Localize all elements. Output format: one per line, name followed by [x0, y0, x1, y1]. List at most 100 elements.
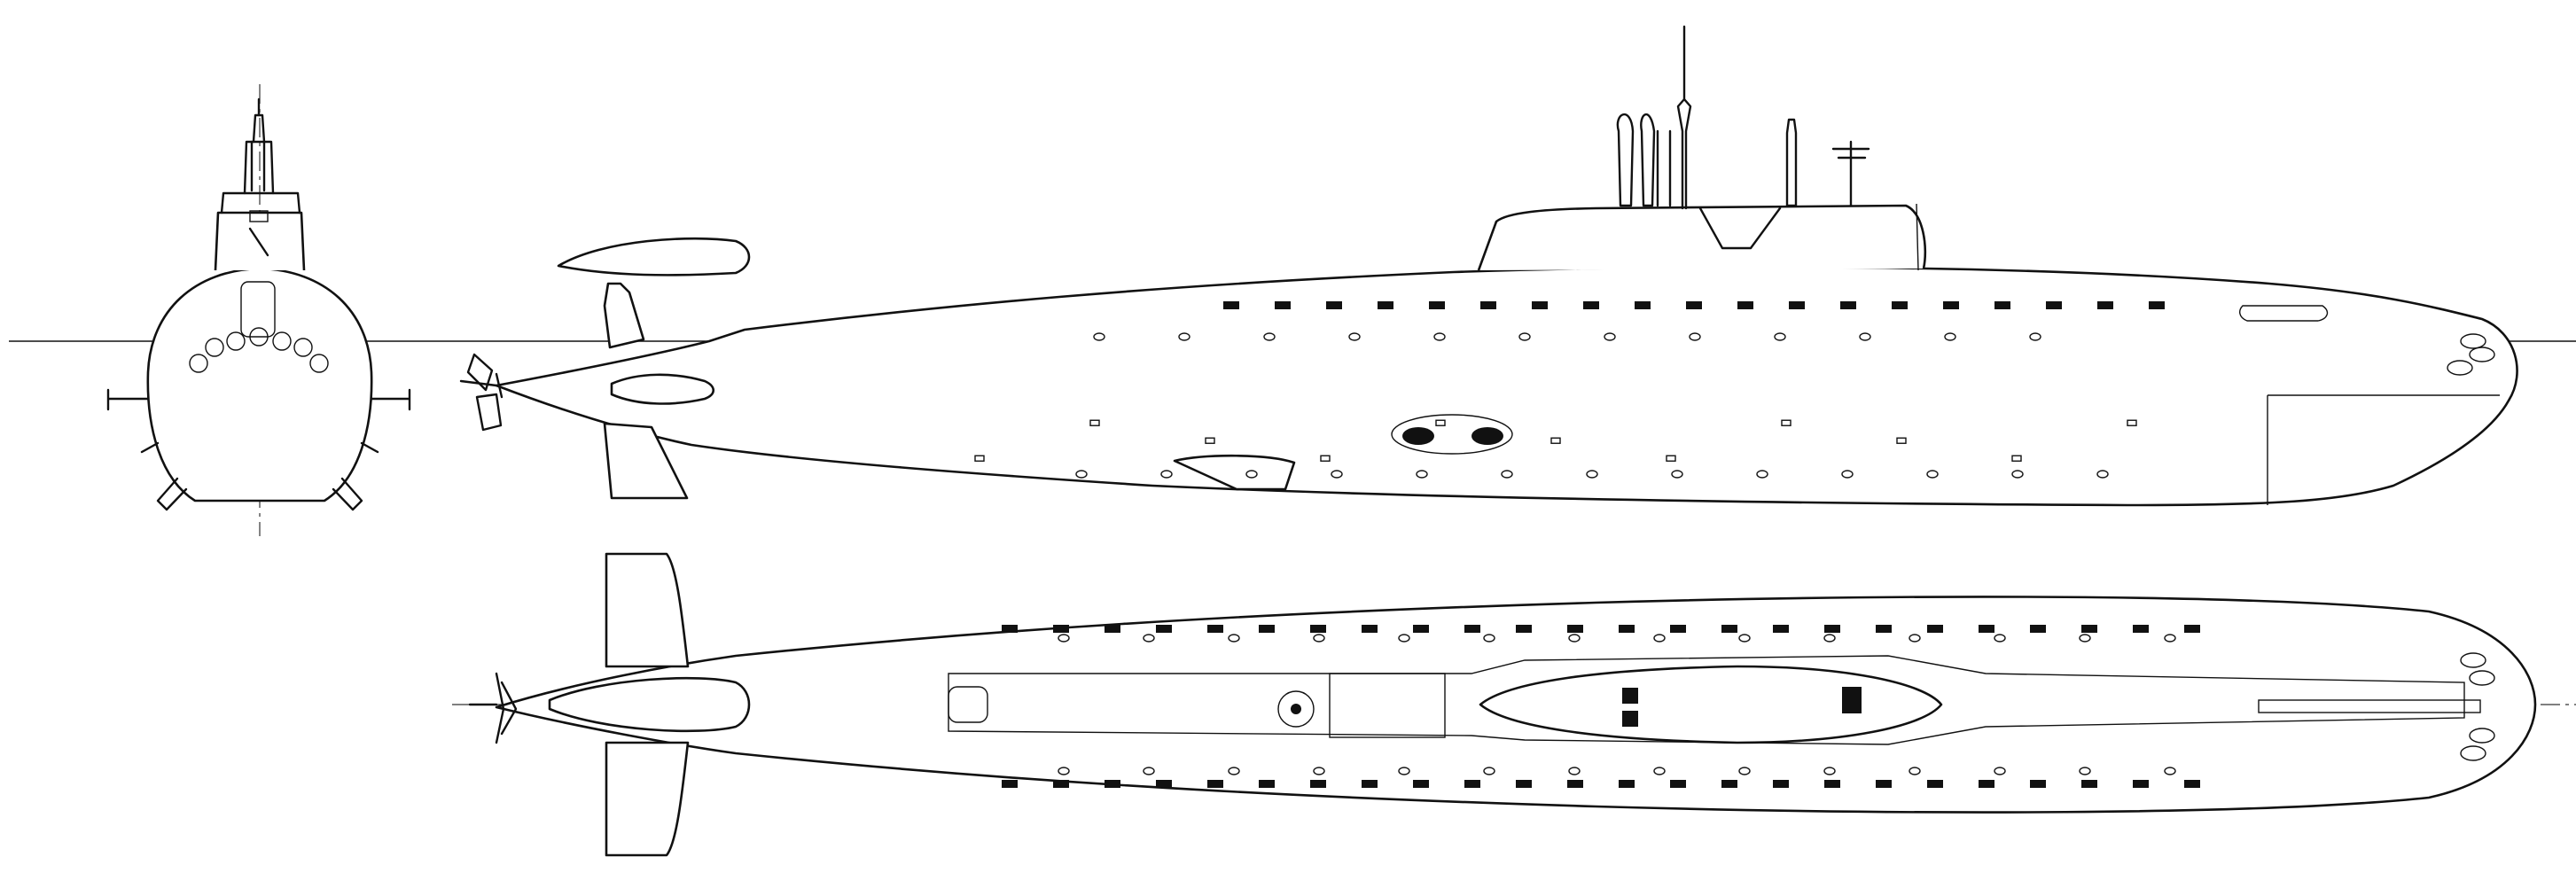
limber-slot — [1927, 625, 1943, 633]
limber-slot — [1773, 780, 1789, 788]
flood-hole — [1501, 470, 1513, 479]
flood-hole — [1245, 470, 1258, 479]
limber-slot — [1979, 780, 1994, 788]
flood-hole — [1944, 332, 1956, 341]
flood-hole — [1228, 767, 1240, 775]
flood-hole — [1568, 767, 1581, 775]
limber-slot — [1480, 301, 1496, 309]
limber-slot — [2097, 301, 2113, 309]
flood-hole — [1058, 634, 1070, 643]
limber-slot — [1619, 625, 1635, 633]
flood-hole — [1075, 470, 1088, 479]
hull-detail-marks — [974, 301, 2200, 788]
limber-slot — [1943, 301, 1959, 309]
limber-slot — [1053, 780, 1069, 788]
flood-hole — [1859, 332, 1871, 341]
limber-slot — [1994, 301, 2010, 309]
limber-slot — [1223, 301, 1239, 309]
limber-slot — [1002, 625, 1018, 633]
flood-hole — [1178, 332, 1190, 341]
flood-hole — [1671, 470, 1683, 479]
hull-fitting — [1320, 455, 1331, 462]
limber-slot — [1362, 780, 1378, 788]
limber-slot — [1464, 780, 1480, 788]
flood-hole — [2164, 634, 2176, 643]
limber-slot — [2046, 301, 2062, 309]
limber-slot — [2184, 780, 2200, 788]
flood-hole — [1263, 332, 1276, 341]
limber-slot — [1429, 301, 1445, 309]
limber-slot — [1824, 780, 1840, 788]
flood-hole — [1518, 332, 1531, 341]
limber-slot — [1773, 625, 1789, 633]
side-profile — [459, 25, 2518, 507]
limber-slot — [1053, 625, 1069, 633]
flood-hole — [1756, 470, 1768, 479]
hull-fitting — [1550, 437, 1561, 444]
sonar-dome — [1391, 414, 1513, 455]
flood-hole — [1653, 634, 1666, 643]
flood-hole — [1416, 470, 1428, 479]
flood-hole — [2011, 470, 2024, 479]
limber-slot — [1635, 301, 1651, 309]
flood-hole — [1841, 470, 1854, 479]
limber-slot — [2149, 301, 2165, 309]
flood-hole — [1160, 470, 1173, 479]
limber-slot — [1567, 780, 1583, 788]
limber-slot — [1310, 780, 1326, 788]
flood-hole — [1093, 332, 1105, 341]
limber-slot — [1876, 780, 1892, 788]
limber-slot — [1532, 301, 1548, 309]
flood-hole — [2164, 767, 2176, 775]
flood-hole — [1058, 767, 1070, 775]
flood-hole — [1313, 767, 1325, 775]
flood-hole — [1586, 470, 1598, 479]
limber-slot — [2081, 780, 2097, 788]
flood-hole — [2079, 767, 2091, 775]
flood-hole — [1313, 634, 1325, 643]
limber-slot — [1979, 625, 1994, 633]
flood-hole — [1689, 332, 1701, 341]
limber-slot — [1464, 625, 1480, 633]
limber-slot — [2133, 625, 2149, 633]
limber-slot — [2133, 780, 2149, 788]
hull-fitting — [1896, 437, 1907, 444]
limber-slot — [1207, 780, 1223, 788]
top-plan — [452, 552, 2576, 857]
limber-slot — [1002, 780, 1018, 788]
flood-hole — [1331, 470, 1343, 479]
limber-slot — [1737, 301, 1753, 309]
limber-slot — [1310, 625, 1326, 633]
flood-hole — [2029, 332, 2041, 341]
flood-hole — [1909, 767, 1921, 775]
flood-hole — [1823, 634, 1836, 643]
limber-slot — [1721, 780, 1737, 788]
flood-hole — [1738, 767, 1751, 775]
limber-slot — [1892, 301, 1908, 309]
limber-slot — [1378, 301, 1393, 309]
hull-fitting — [1089, 419, 1100, 426]
hull-fitting — [1205, 437, 1215, 444]
flood-hole — [1143, 767, 1155, 775]
flood-hole — [1483, 767, 1495, 775]
hull-fitting — [2011, 455, 2022, 462]
limber-slot — [1156, 625, 1172, 633]
flood-hole — [1823, 767, 1836, 775]
flood-hole — [1994, 767, 2006, 775]
flood-hole — [1909, 634, 1921, 643]
hull-fitting — [1781, 419, 1791, 426]
limber-slot — [1824, 625, 1840, 633]
limber-slot — [1156, 780, 1172, 788]
limber-slot — [1840, 301, 1856, 309]
limber-slot — [1670, 625, 1686, 633]
limber-slot — [2030, 780, 2046, 788]
limber-slot — [1686, 301, 1702, 309]
flood-hole — [1994, 634, 2006, 643]
flood-hole — [1604, 332, 1616, 341]
limber-slot — [1516, 625, 1532, 633]
limber-slot — [1413, 625, 1429, 633]
limber-slot — [1619, 780, 1635, 788]
limber-slot — [1927, 780, 1943, 788]
flood-hole — [1774, 332, 1786, 341]
